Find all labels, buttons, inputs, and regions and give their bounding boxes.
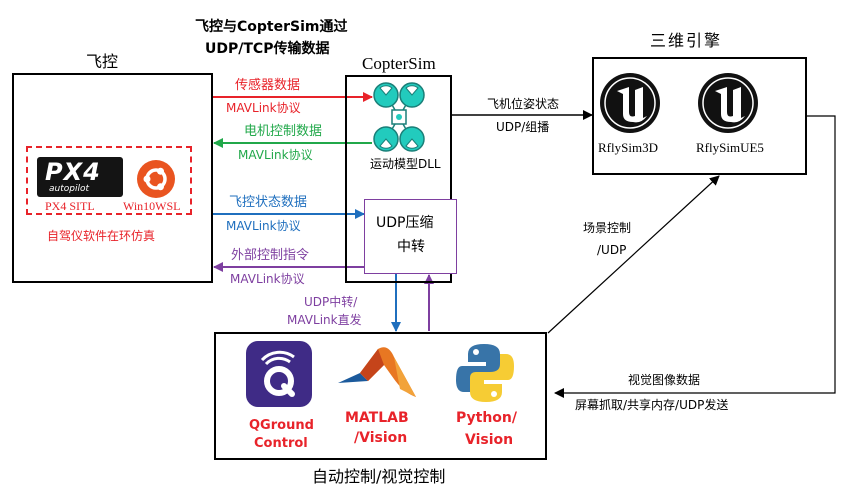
- qgc-label-line1: QGround: [249, 418, 314, 433]
- image-label: 视觉图像数据: [628, 373, 701, 387]
- state-label: 飞控状态数据: [229, 195, 308, 210]
- external-proto-label: MAVLink协议: [230, 272, 305, 286]
- matlab-label-line1: MATLAB: [345, 410, 409, 426]
- auto-control-title: 自动控制/视觉控制: [312, 467, 446, 486]
- model-dll-label: 运动模型DLL: [370, 157, 441, 171]
- pose-label: 飞机位姿状态: [487, 97, 560, 111]
- unreal-logo-icon: [697, 72, 759, 134]
- python-icon: [454, 342, 516, 404]
- image-arrow: [554, 115, 836, 398]
- udp-relay-box: [364, 199, 457, 274]
- header-line1: 飞控与CopterSim通过: [195, 19, 348, 35]
- scene-proto-label: /UDP: [597, 243, 627, 257]
- scene-label: 场景控制: [583, 221, 632, 235]
- px4-logo: PX4 autopilot: [37, 157, 123, 197]
- engine-title: 三维引擎: [650, 31, 723, 50]
- flight-controller-title: 飞控: [86, 52, 119, 71]
- auto-control-box: [214, 332, 547, 460]
- coptersim-box: [345, 75, 452, 283]
- sil-dashed-frame: [26, 146, 192, 215]
- relay-label: UDP中转/: [304, 295, 358, 309]
- sensor-proto-label: MAVLink协议: [226, 101, 301, 115]
- motor-proto-label: MAVLink协议: [238, 148, 313, 162]
- state-proto-label: MAVLink协议: [226, 219, 301, 233]
- relay-proto-label: MAVLink直发: [287, 313, 362, 327]
- win10wsl-label: Win10WSL: [123, 199, 181, 213]
- sil-label: 自驾仪软件在环仿真: [47, 229, 156, 243]
- px4-logo-sub: autopilot: [49, 184, 90, 194]
- ubuntu-icon: [137, 160, 175, 198]
- matlab-icon: [338, 343, 416, 403]
- quadcopter-model-icon: [372, 80, 426, 154]
- scene-arrow: [547, 175, 720, 334]
- rflysimue5-label: RflySimUE5: [696, 140, 764, 155]
- px4-sitl-label: PX4 SITL: [45, 199, 95, 213]
- px4-logo-text: PX4: [45, 158, 101, 186]
- flight-controller-box: [12, 73, 213, 283]
- external-label: 外部控制指令: [231, 248, 310, 263]
- image-proto-label: 屏幕抓取/共享内存/UDP发送: [575, 398, 729, 412]
- engine-box: [592, 57, 807, 175]
- sensor-label: 传感器数据: [235, 78, 301, 93]
- rflysim3d-label: RflySim3D: [598, 140, 658, 155]
- udp-relay-line1: UDP压缩: [376, 215, 434, 231]
- python-label-line2: Vision: [465, 432, 514, 448]
- qgc-label-line2: Control: [254, 436, 308, 451]
- pose-proto-label: UDP/组播: [496, 120, 550, 134]
- udp-relay-line2: 中转: [397, 239, 425, 255]
- unreal-logo-icon: [599, 72, 661, 134]
- motor-label: 电机控制数据: [244, 124, 323, 139]
- python-label-line1: Python/: [456, 410, 518, 426]
- qgroundcontrol-icon: [246, 341, 312, 407]
- coptersim-title: CopterSim: [362, 54, 436, 73]
- matlab-label-line2: /Vision: [354, 430, 408, 446]
- header-line2: UDP/TCP传输数据: [205, 41, 330, 57]
